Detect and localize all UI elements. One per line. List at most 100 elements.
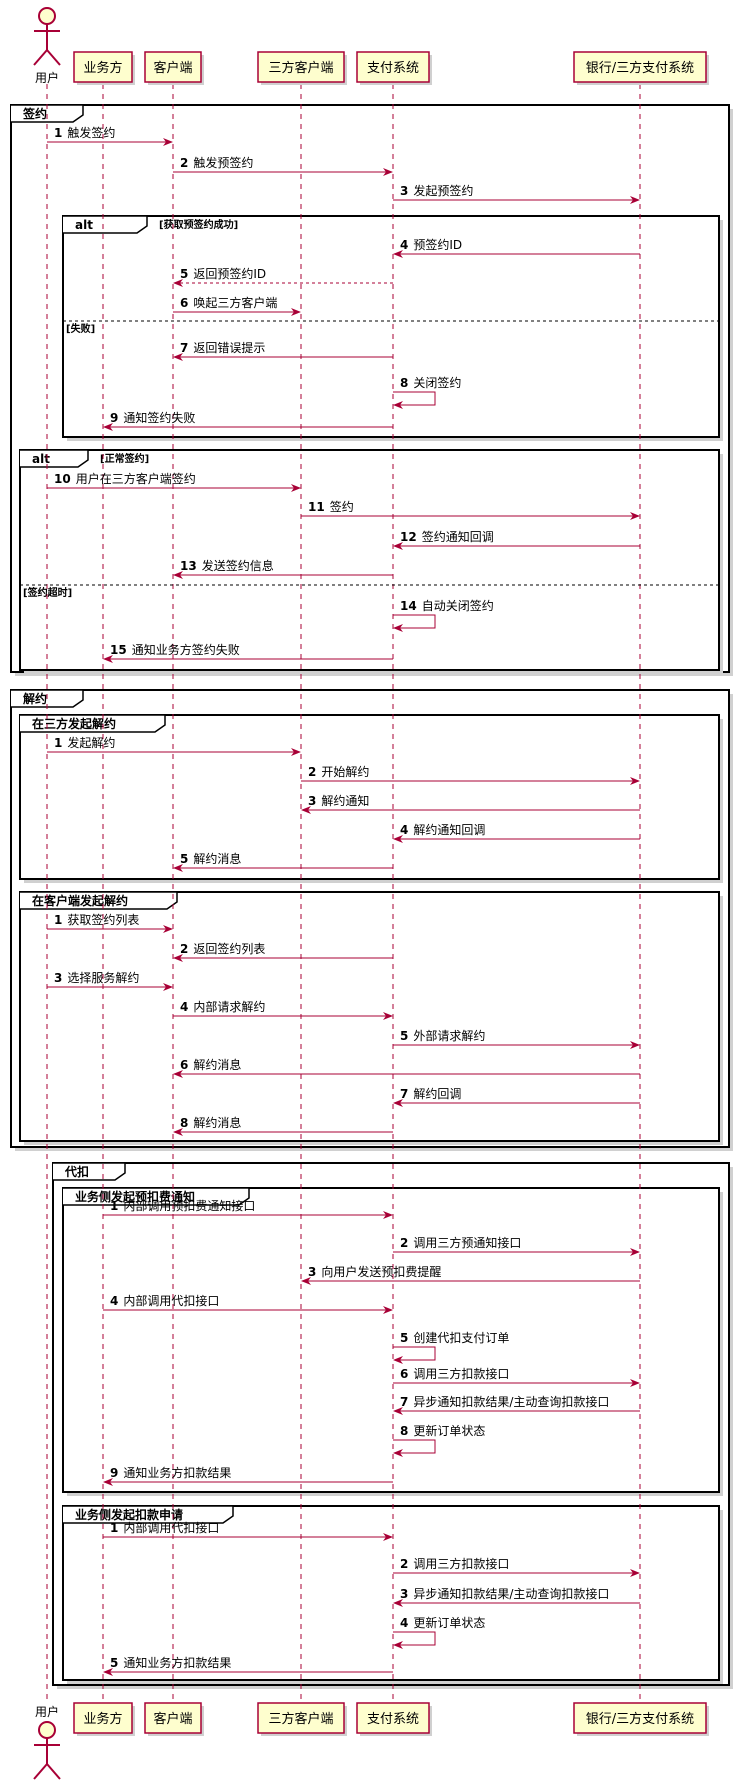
participant-label: 三方客户端 (268, 60, 333, 76)
participant-label: 银行/三方支付系统 (586, 60, 694, 76)
participant-box (356, 51, 430, 83)
message-text: 解约消息 (193, 851, 241, 866)
participant-box (257, 51, 345, 83)
frame-label: 解约 (23, 691, 47, 706)
message-37: 9 通知业务方扣款结果 (103, 1465, 393, 1486)
frame-border (19, 714, 720, 880)
else-guard: [失败] (66, 322, 95, 335)
frame-tab (63, 1505, 234, 1524)
participant-box (73, 51, 133, 83)
participant-biz-top: 业务方 (73, 51, 135, 85)
frame-tab (11, 104, 84, 123)
message-text: 返回签约列表 (193, 941, 265, 956)
message-number: 5 (400, 1029, 408, 1043)
message-text: 调用三方预通知接口 (413, 1235, 521, 1250)
participant-pay-bottom: 支付系统 (356, 1702, 432, 1736)
message-text: 解约消息 (193, 1115, 241, 1130)
message-text: 调用三方扣款接口 (413, 1556, 509, 1571)
message-text: 返回预签约ID (193, 266, 266, 281)
actor-left-leg (33, 49, 48, 66)
participant-label: 业务方 (83, 1711, 122, 1727)
participant-third-top: 三方客户端 (257, 51, 347, 85)
message-20: 5 解约消息 (173, 851, 393, 872)
message-label: 5 解约消息 (180, 851, 241, 866)
message-text: 通知业务方签约失败 (132, 642, 240, 657)
message-number: 12 (400, 530, 417, 544)
message-number: 3 (54, 971, 62, 985)
actor-user-top: 用户 (33, 7, 61, 85)
message-label: 9 通知业务方扣款结果 (110, 1465, 231, 1480)
message-text: 更新订单状态 (413, 1423, 485, 1438)
message-label: 5 通知业务方扣款结果 (110, 1655, 231, 1670)
message-text: 预签约ID (413, 237, 462, 252)
message-number: 1 (54, 736, 62, 750)
participant-biz-bottom: 业务方 (73, 1702, 135, 1736)
message-number: 4 (400, 823, 408, 837)
participant-pay-top: 支付系统 (356, 51, 432, 85)
message-text: 通知签约失败 (123, 410, 195, 425)
lifelines-layer: [失败][签约超时] (20, 84, 719, 1702)
participant-box (356, 1702, 430, 1734)
actor-head-icon (38, 7, 56, 25)
participant-label: 三方客户端 (268, 1711, 333, 1727)
message-number: 8 (180, 1116, 188, 1130)
message-number: 10 (54, 472, 71, 486)
frame-guard: [获取预签约成功] (159, 218, 238, 231)
frame-tab (63, 215, 148, 234)
frame-label: 在三方发起解约 (32, 716, 116, 731)
message-text: 创建代扣支付订单 (413, 1331, 509, 1345)
message-number: 9 (110, 1466, 118, 1480)
message-number: 1 (110, 1521, 118, 1535)
message-number: 5 (110, 1656, 118, 1670)
self-message-arrow (393, 614, 436, 632)
actor-head-icon (38, 1721, 56, 1739)
participant-label: 业务方 (83, 60, 122, 76)
frame-border (19, 449, 720, 671)
frame-tab (53, 1162, 126, 1181)
participant-box (73, 1702, 133, 1734)
message-text: 选择服务解约 (67, 970, 139, 985)
message-number: 1 (54, 126, 62, 140)
message-text: 异步通知扣款结果/主动查询扣款接口 (413, 1586, 609, 1601)
message-text: 内部调用预扣费通知接口 (123, 1198, 255, 1213)
message-number: 5 (180, 852, 188, 866)
self-message-arrow (393, 1631, 436, 1649)
message-number: 4 (110, 1294, 118, 1308)
message-text: 通知业务方扣款结果 (123, 1465, 231, 1480)
frame-tab (63, 1187, 250, 1206)
message-text: 通知业务方扣款结果 (123, 1655, 231, 1670)
message-text: 解约回调 (413, 1086, 461, 1101)
message-text: 解约消息 (193, 1057, 241, 1072)
participant-box (144, 1702, 202, 1734)
